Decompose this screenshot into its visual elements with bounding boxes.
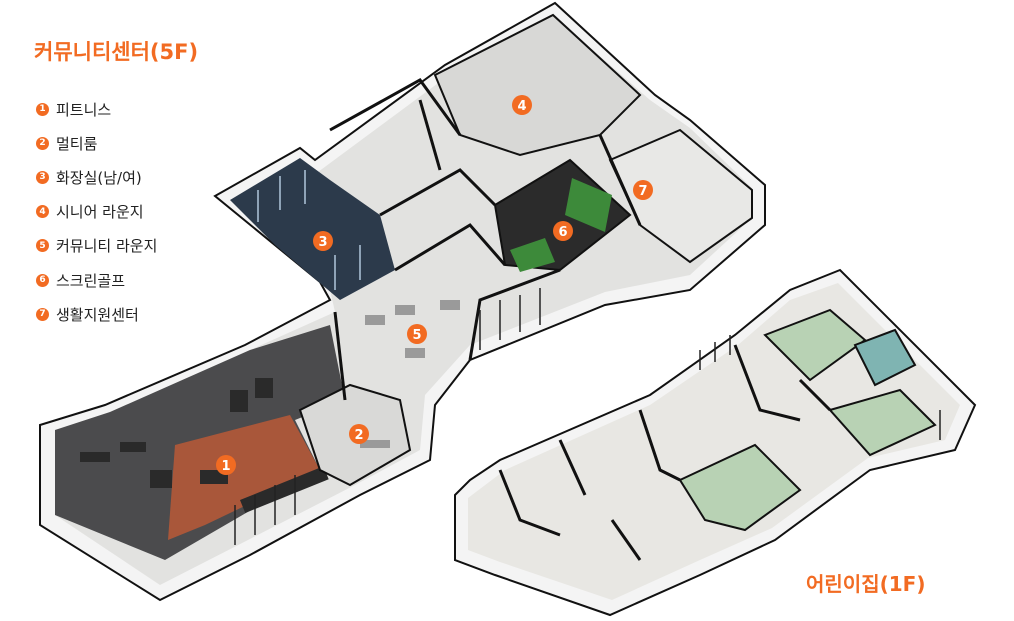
classroom-mat-top [763, 308, 867, 382]
legend-item-6: 6 스크린골프 [36, 263, 157, 297]
legend-label-6: 스크린골프 [56, 271, 126, 290]
classroom-mat-large [678, 443, 802, 532]
svg-text:4: 4 [517, 99, 526, 114]
floor5-windows [234, 288, 541, 545]
legend-label-7: 생활지원센터 [56, 305, 139, 324]
kids-restroom [853, 328, 917, 387]
floor1-interior-walls [498, 344, 832, 561]
legend-item-4: 4 시니어 라운지 [36, 195, 157, 229]
floor1-windows [699, 335, 941, 440]
legend-number-7: 7 [36, 307, 49, 321]
legend-label-3: 화장실(남/여) [56, 168, 142, 187]
golf-screen [565, 178, 612, 232]
legend-label-5: 커뮤니티 라운지 [56, 237, 158, 256]
legend-item-1: 1 피트니스 [36, 92, 157, 126]
floor1-title: 어린이집(1F) [806, 572, 926, 596]
room-markers: 1 2 3 4 5 6 7 [216, 95, 653, 475]
restroom-stalls [257, 170, 361, 290]
legend-label-2: 멀티룸 [56, 134, 98, 153]
legend-number-3: 3 [36, 170, 49, 184]
classroom-mat-right [828, 388, 937, 457]
marker-7: 7 [633, 180, 653, 200]
floor5-interior-walls [329, 78, 642, 401]
marker-6: 6 [553, 221, 573, 241]
legend-number-2: 2 [36, 136, 49, 150]
svg-text:2: 2 [354, 428, 363, 443]
svg-text:1: 1 [221, 459, 230, 474]
marker-3: 3 [313, 231, 333, 251]
legend-number-5: 5 [36, 239, 49, 253]
svg-text:5: 5 [412, 328, 421, 343]
legend-label-4: 시니어 라운지 [56, 203, 144, 222]
legend-label-1: 피트니스 [56, 100, 112, 119]
legend-item-3: 3 화장실(남/여) [36, 160, 157, 194]
legend-item-5: 5 커뮤니티 라운지 [36, 229, 157, 263]
legend-item-2: 2 멀티룸 [36, 126, 157, 160]
restroom-area [230, 158, 395, 300]
screen-golf-room [493, 158, 632, 272]
marker-2: 2 [349, 424, 369, 444]
svg-text:6: 6 [558, 225, 567, 240]
floor1-floor [468, 283, 960, 600]
marker-4: 4 [512, 95, 532, 115]
floor1-plan [454, 268, 977, 617]
legend-item-7: 7 생활지원센터 [36, 297, 157, 331]
legend-number-4: 4 [36, 205, 49, 219]
svg-text:7: 7 [638, 184, 647, 199]
gym-equipment [80, 378, 329, 513]
floor5-title: 커뮤니티센터(5F) [34, 40, 199, 64]
marker-1: 1 [216, 455, 236, 475]
floor5-plan [39, 1, 766, 602]
legend-number-6: 6 [36, 273, 49, 287]
svg-text:3: 3 [318, 235, 327, 250]
lounge-tables [360, 300, 460, 448]
golf-mat [510, 238, 555, 272]
fitness-floor [168, 415, 320, 540]
marker-5: 5 [407, 324, 427, 344]
legend-number-1: 1 [36, 102, 49, 116]
